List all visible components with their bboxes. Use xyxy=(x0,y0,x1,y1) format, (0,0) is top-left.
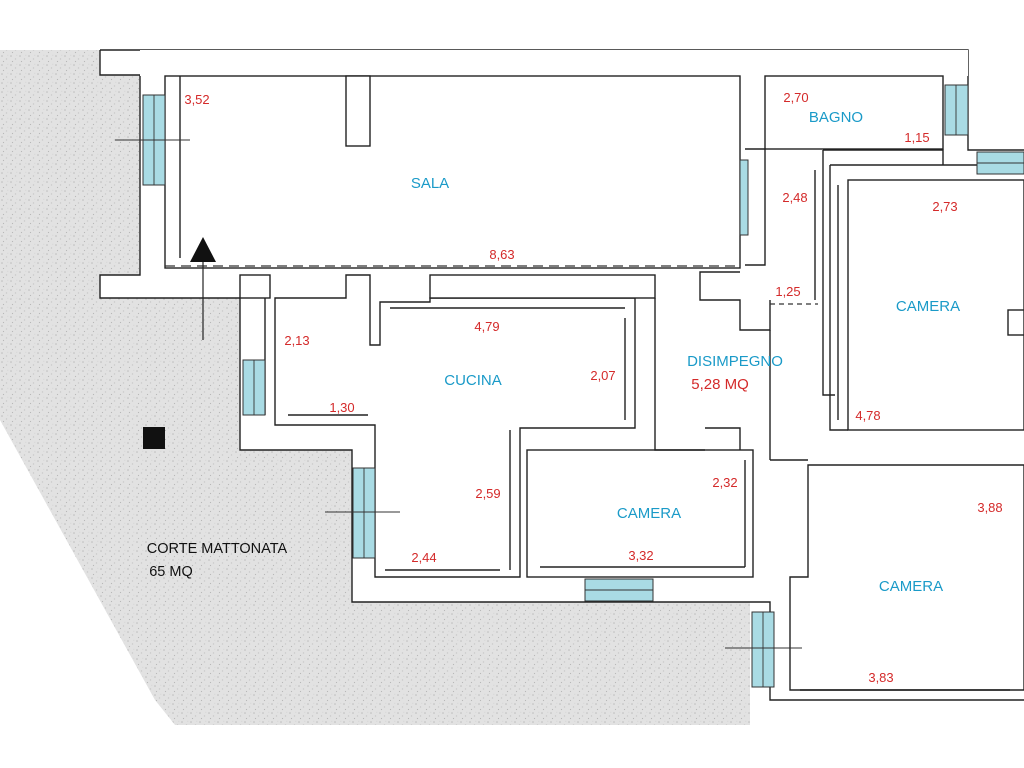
courtyard-label: CORTE MATTONATA xyxy=(147,541,288,557)
room-label-camera-top: CAMERA xyxy=(896,298,960,315)
courtyard-area: 65 MQ xyxy=(149,564,193,580)
walls xyxy=(164,75,1024,691)
camera-small-room xyxy=(526,449,754,578)
dim-bagno-width: 2,70 xyxy=(783,90,808,105)
dim-camera-bottom-height: 3,88 xyxy=(977,500,1002,515)
dim-cucina-top: 4,79 xyxy=(474,319,499,334)
camera-bottom-room xyxy=(789,464,1024,691)
room-label-bagno: BAGNO xyxy=(809,109,863,126)
dim-cucina-right: 2,07 xyxy=(590,368,615,383)
room-label-camera-small: CAMERA xyxy=(617,505,681,522)
window-bagno xyxy=(944,84,969,136)
square-marker-icon xyxy=(143,427,165,449)
window-camera-bottom xyxy=(725,611,802,688)
window-cucina-bottom xyxy=(325,467,400,559)
wall-band xyxy=(140,50,968,76)
north-arrow-icon xyxy=(190,237,216,340)
windows xyxy=(115,84,1024,688)
dim-camera-top-depth: 4,78 xyxy=(855,408,880,423)
disimpegno-area: 5,28 MQ xyxy=(691,376,749,393)
dim-camera-bottom-width: 3,83 xyxy=(868,670,893,685)
sala-room xyxy=(164,75,741,269)
dim-cucina-bottom: 2,44 xyxy=(411,550,436,565)
courtyard-paving xyxy=(0,50,750,725)
dim-camera-small-width: 3,32 xyxy=(628,548,653,563)
window-camera-small xyxy=(584,578,654,602)
room-label-camera-bottom: CAMERA xyxy=(879,578,943,595)
dim-camera-top-width: 2,73 xyxy=(932,199,957,214)
dim-camera-small-height: 2,32 xyxy=(712,475,737,490)
dim-corridor-248: 2,48 xyxy=(782,190,807,205)
window-cucina-left xyxy=(242,359,266,416)
room-label-cucina: CUCINA xyxy=(444,372,502,389)
room-label-disimpegno: DISIMPEGNO xyxy=(687,353,783,370)
camera-top-room xyxy=(847,179,1024,431)
bagno-room xyxy=(764,75,944,150)
dim-corridor-125: 1,25 xyxy=(775,284,800,299)
dim-cucina-step: 1,30 xyxy=(329,400,354,415)
dim-cucina-lower: 2,59 xyxy=(475,486,500,501)
dim-cucina-left: 2,13 xyxy=(284,333,309,348)
window-corridor xyxy=(739,159,749,236)
window-camera-top xyxy=(976,151,1024,175)
room-label-sala: SALA xyxy=(411,175,449,192)
dim-sala-length: 8,63 xyxy=(489,247,514,262)
dim-sala-left: 3,52 xyxy=(184,92,209,107)
dim-bagno-small: 1,15 xyxy=(904,130,929,145)
window-sala xyxy=(115,94,190,186)
